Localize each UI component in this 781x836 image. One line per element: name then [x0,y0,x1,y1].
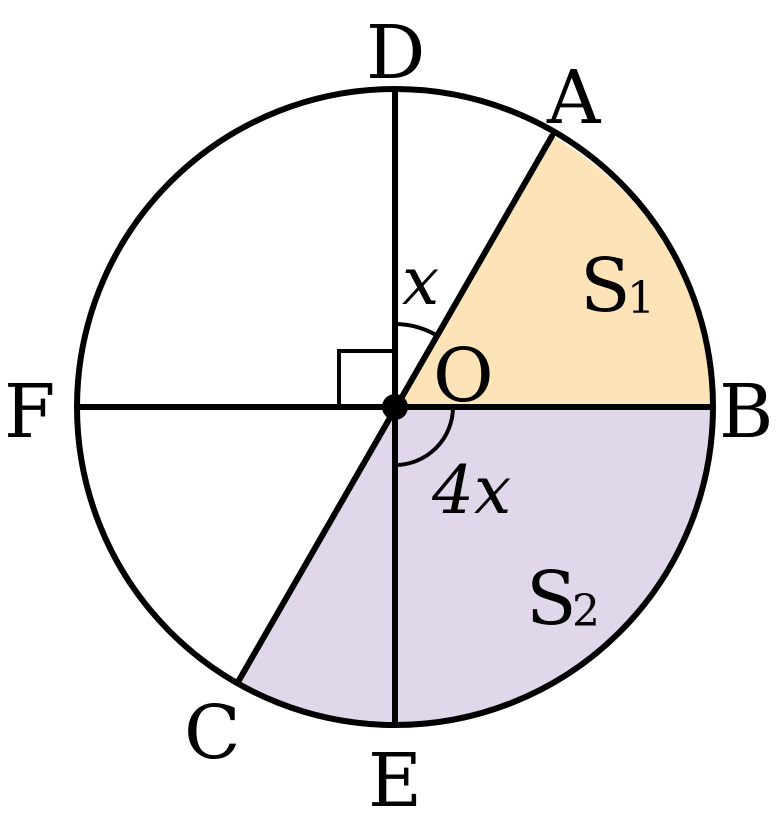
label-E: E [368,738,422,824]
label-C: C [184,690,241,776]
angle-label-x: x [402,243,439,320]
label-D: D [366,10,425,96]
angle-label-4x: 4x [431,452,511,529]
angle-arc-x [394,322,437,337]
region-sub-s1: 1 [627,273,655,324]
region-label-s2: S [526,556,577,642]
label-F: F [4,369,55,455]
region-sub-s2: 2 [572,586,600,637]
label-A: A [546,55,602,141]
right-angle-marker [337,349,395,407]
sector-s2 [238,407,713,724]
angle-arc-4x [394,406,455,467]
label-B: B [719,369,773,455]
center-point [382,394,408,420]
sector-s1 [395,136,713,407]
label-O: O [433,333,494,419]
region-label-s1: S [580,243,631,329]
